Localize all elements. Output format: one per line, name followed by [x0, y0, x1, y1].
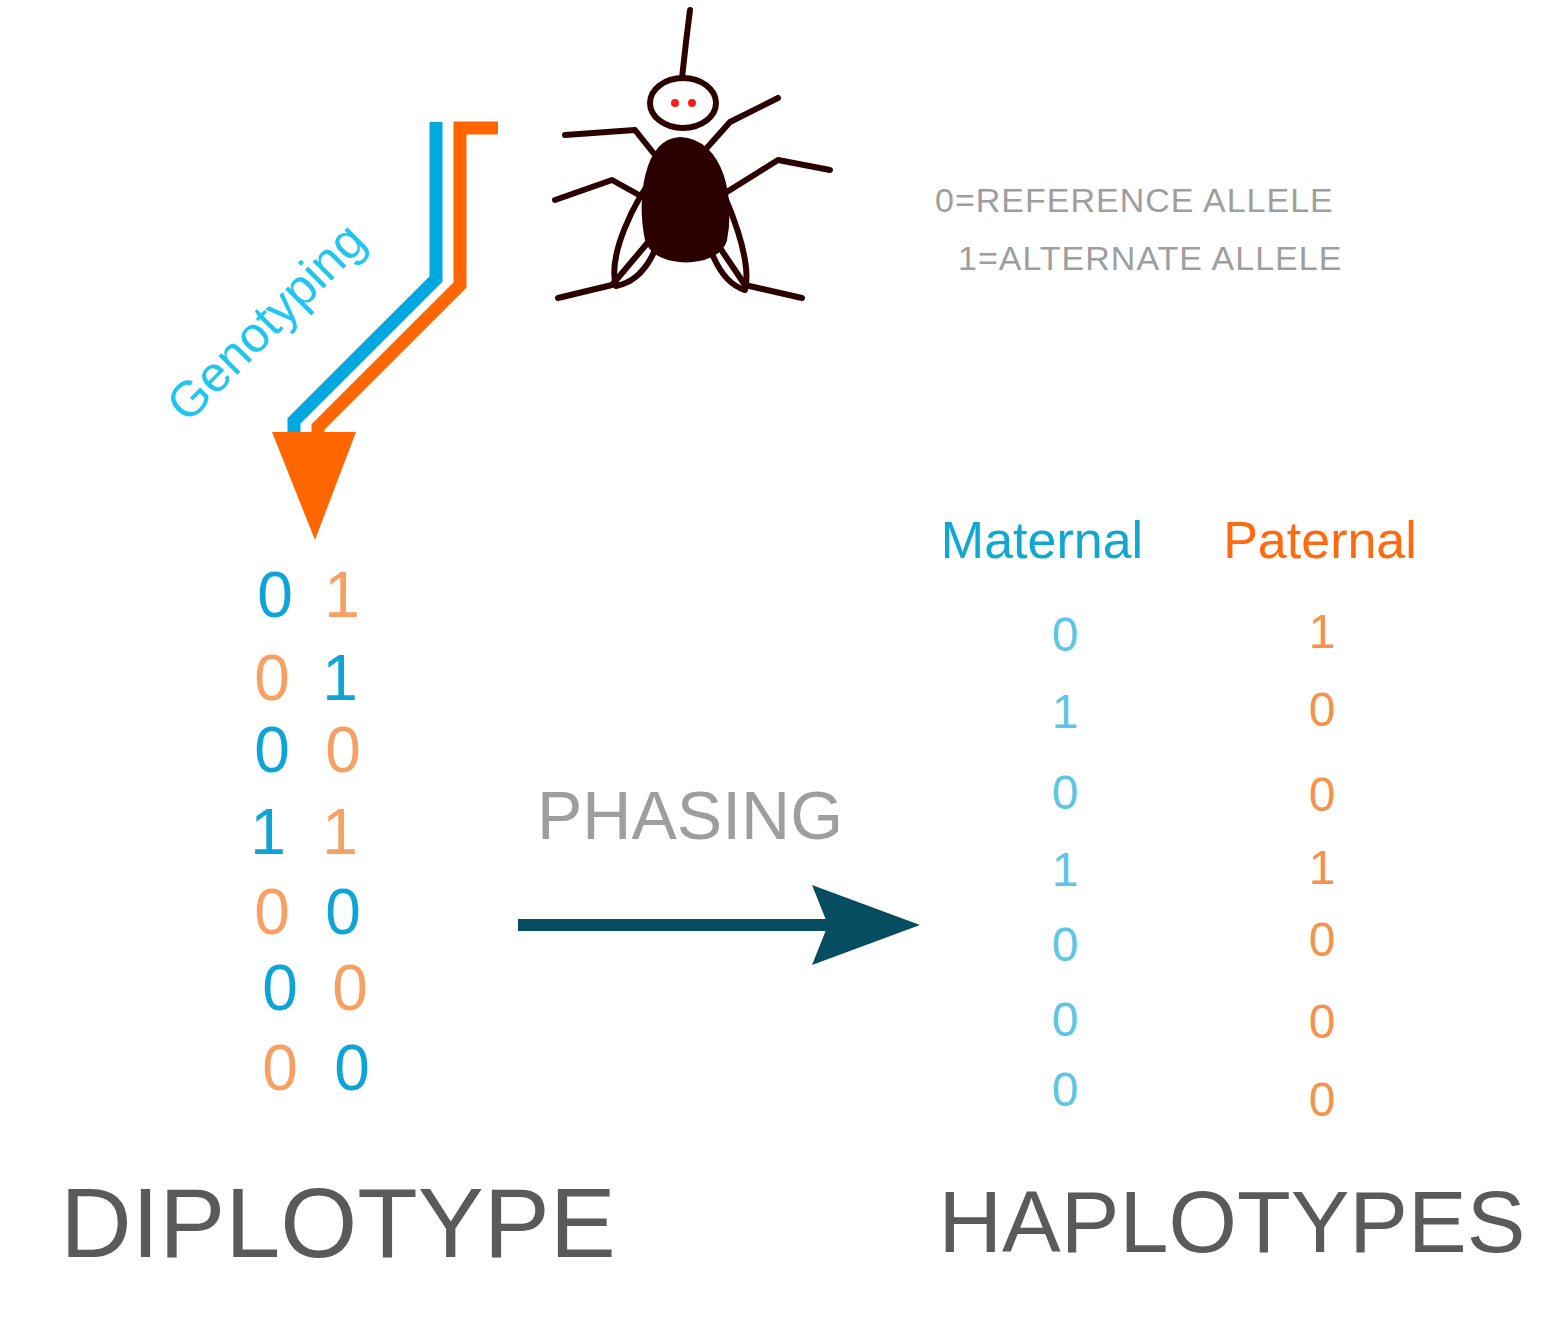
arrow-head	[812, 885, 920, 965]
allele-digit: 0	[262, 956, 298, 1020]
fly-leg	[558, 240, 650, 298]
allele-digit: 0	[254, 718, 290, 782]
arrow-shaft	[518, 919, 830, 931]
allele-digit: 0	[332, 956, 368, 1020]
arrow-head	[272, 432, 356, 540]
allele-digit: 0	[1309, 771, 1336, 819]
allele-digit: 0	[325, 880, 361, 944]
process-label: PHASING	[537, 781, 843, 849]
allele-digit: 0	[1052, 996, 1079, 1044]
fly-eye	[688, 99, 696, 107]
fly-leg	[565, 130, 655, 155]
allele-digit: 1	[250, 800, 286, 864]
paternal-line	[318, 128, 498, 445]
section-title: HAPLOTYPES	[939, 1178, 1526, 1266]
fly-eye	[671, 99, 679, 107]
allele-digit: 0	[1052, 921, 1079, 969]
legend-text: 1=ALTERNATE ALLELE	[958, 241, 1342, 275]
phasing-arrow	[518, 885, 920, 965]
fly-head	[650, 78, 716, 128]
allele-digit: 0	[1309, 1076, 1336, 1124]
column-header: Maternal	[941, 514, 1143, 566]
allele-digit: 0	[1309, 998, 1336, 1046]
allele-digit: 0	[262, 1036, 298, 1100]
fly-wing	[614, 165, 666, 286]
allele-digit: 0	[325, 718, 361, 782]
legend-text: 0=REFERENCE ALLELE	[935, 183, 1334, 217]
allele-digit: 1	[1052, 688, 1079, 736]
allele-digit: 0	[1052, 769, 1079, 817]
fly-antenna	[682, 10, 690, 78]
allele-digit: 0	[1052, 611, 1079, 659]
column-header: Paternal	[1223, 514, 1417, 566]
allele-digit: 1	[324, 563, 360, 627]
allele-digit: 1	[322, 646, 358, 710]
fly-leg	[718, 245, 802, 298]
allele-digit: 0	[334, 1036, 370, 1100]
allele-digit: 1	[322, 800, 358, 864]
fly-leg	[722, 160, 830, 195]
allele-digit: 0	[1052, 1066, 1079, 1114]
fly-wing	[702, 160, 746, 290]
fly-illustration	[555, 10, 830, 298]
fly-leg	[555, 180, 648, 200]
process-label: Genotyping	[158, 214, 374, 430]
allele-digit: 0	[257, 563, 293, 627]
allele-digit: 0	[254, 646, 290, 710]
allele-digit: 0	[254, 880, 290, 944]
allele-digit: 0	[1309, 686, 1336, 734]
allele-digit: 1	[1052, 846, 1079, 894]
allele-digit: 1	[1309, 844, 1336, 892]
genotyping-arrow	[272, 122, 498, 540]
section-title: DIPLOTYPE	[60, 1173, 616, 1272]
allele-digit: 1	[1309, 608, 1336, 656]
allele-digit: 0	[1309, 916, 1336, 964]
